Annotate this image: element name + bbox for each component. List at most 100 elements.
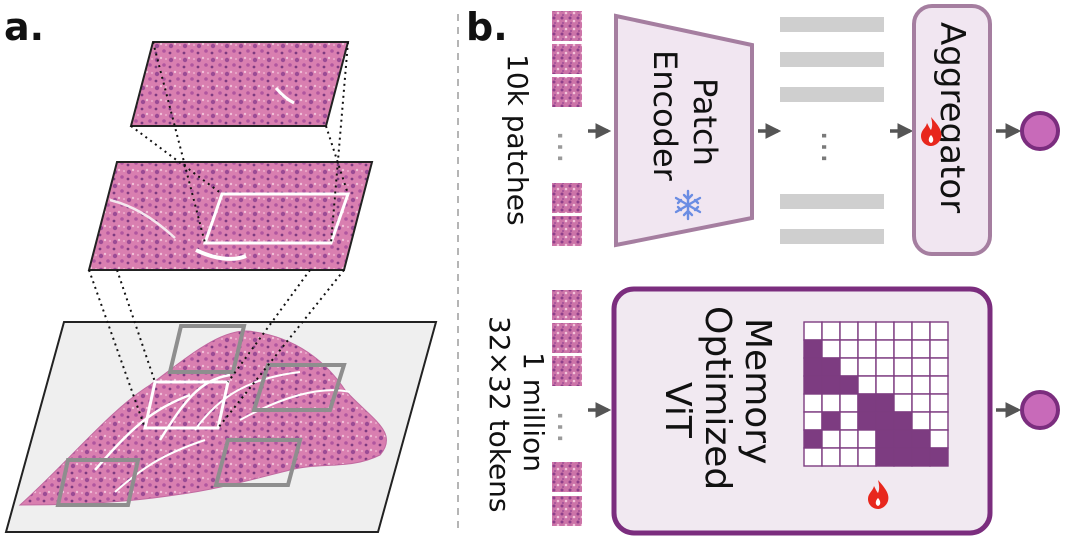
- mask-cell: [839, 339, 859, 359]
- feature-bar: [780, 17, 884, 32]
- encoder-label-line-2: Encoder: [646, 50, 684, 182]
- top-input-label: 10k patches: [501, 54, 534, 226]
- panel-b-label: b.: [466, 5, 508, 49]
- mask-cell: [911, 321, 931, 341]
- mask-cell: [803, 375, 823, 395]
- mask-cell: [929, 375, 949, 395]
- mask-cell: [821, 339, 841, 359]
- mask-cell: [839, 321, 859, 341]
- mask-cell: [803, 447, 823, 467]
- mask-cell: [875, 411, 895, 431]
- flame-icon: [868, 480, 889, 509]
- mask-cell: [929, 429, 949, 449]
- feature-bar: [780, 229, 884, 244]
- mask-cell: [911, 339, 931, 359]
- patch-thumbnail: [552, 77, 582, 107]
- mask-cell: [857, 375, 877, 395]
- mask-cell: [857, 393, 877, 413]
- mask-cell: [893, 339, 913, 359]
- mask-cell: [929, 411, 949, 431]
- mask-cell: [803, 393, 823, 413]
- mask-cell: [929, 339, 949, 359]
- mask-cell: [911, 411, 931, 431]
- mask-cell: [857, 429, 877, 449]
- patch-thumbnail: [552, 216, 582, 246]
- mask-cell: [803, 429, 823, 449]
- mask-cell: [911, 357, 931, 377]
- bottom-input-label-line-1: 1 million: [517, 352, 550, 472]
- mask-cell: [839, 375, 859, 395]
- mask-cell: [875, 447, 895, 467]
- aggregator-label: Aggregator: [932, 22, 972, 213]
- mask-cell: [839, 393, 859, 413]
- whole-slide-image: [4, 321, 438, 533]
- mask-cell: [893, 429, 913, 449]
- mask-cell: [839, 429, 859, 449]
- mask-cell: [839, 411, 859, 431]
- snowflake-icon: [674, 189, 702, 221]
- region-box: [251, 363, 347, 412]
- feature-bar: [780, 194, 884, 209]
- mask-cell: [839, 357, 859, 377]
- mask-cell: [821, 429, 841, 449]
- feature-bar: [780, 52, 884, 67]
- token-thumbnail: [552, 496, 582, 526]
- mask-cell: [929, 357, 949, 377]
- encoder-label-line-1: Patch: [686, 78, 724, 166]
- panel-a-label: a.: [4, 5, 44, 49]
- mask-cell: [875, 357, 895, 377]
- mask-cell: [803, 321, 823, 341]
- region-box: [55, 458, 141, 507]
- bottom-output-node: [1020, 390, 1060, 430]
- mask-cell: [821, 447, 841, 467]
- mask-cell: [875, 339, 895, 359]
- vit-label-line-3: ViT: [657, 382, 698, 439]
- mask-cell: [893, 411, 913, 431]
- mask-cell: [821, 393, 841, 413]
- mask-cell: [821, 411, 841, 431]
- flame-icon: [921, 117, 942, 146]
- mask-cell: [857, 321, 877, 341]
- vit-label-line-1: Memory: [737, 318, 778, 464]
- mask-cell: [857, 339, 877, 359]
- token-thumbnail: [552, 290, 582, 320]
- mask-cell: [911, 429, 931, 449]
- top-patch-stack: [552, 11, 582, 246]
- mask-cell: [911, 393, 931, 413]
- mask-cell: [911, 375, 931, 395]
- mask-cell: [893, 321, 913, 341]
- token-thumbnail: [552, 323, 582, 353]
- mask-cell: [893, 447, 913, 467]
- region-box: [167, 324, 247, 374]
- mask-cell: [875, 429, 895, 449]
- top-patch-ellipsis: …: [549, 130, 589, 164]
- mask-cell: [929, 321, 949, 341]
- patch-thumbnail: [552, 11, 582, 41]
- mask-cell: [875, 393, 895, 413]
- feature-bar: [780, 87, 884, 102]
- mask-cell: [929, 447, 949, 467]
- mask-cell: [803, 357, 823, 377]
- mask-cell: [803, 339, 823, 359]
- feature-token-bars: [780, 17, 884, 244]
- mask-cell: [857, 447, 877, 467]
- mask-cell: [893, 393, 913, 413]
- vit-label-line-2: Optimized: [697, 306, 738, 490]
- token-thumbnail: [552, 462, 582, 492]
- mask-cell: [893, 375, 913, 395]
- mask-cell: [839, 447, 859, 467]
- zoom-connector-lines: [88, 41, 349, 429]
- region-box: [213, 438, 303, 487]
- mask-cell: [857, 357, 877, 377]
- mask-cell: [803, 411, 823, 431]
- sparse-attention-mask: [803, 321, 949, 467]
- aggregator-block: [912, 4, 992, 256]
- feature-ellipsis: …: [813, 130, 853, 164]
- mask-cell: [875, 321, 895, 341]
- patch-thumbnail: [552, 44, 582, 74]
- mask-cell: [893, 357, 913, 377]
- token-thumbnail: [552, 356, 582, 386]
- mask-cell: [857, 411, 877, 431]
- mask-cell: [821, 321, 841, 341]
- slide-region-boxes: [55, 324, 347, 507]
